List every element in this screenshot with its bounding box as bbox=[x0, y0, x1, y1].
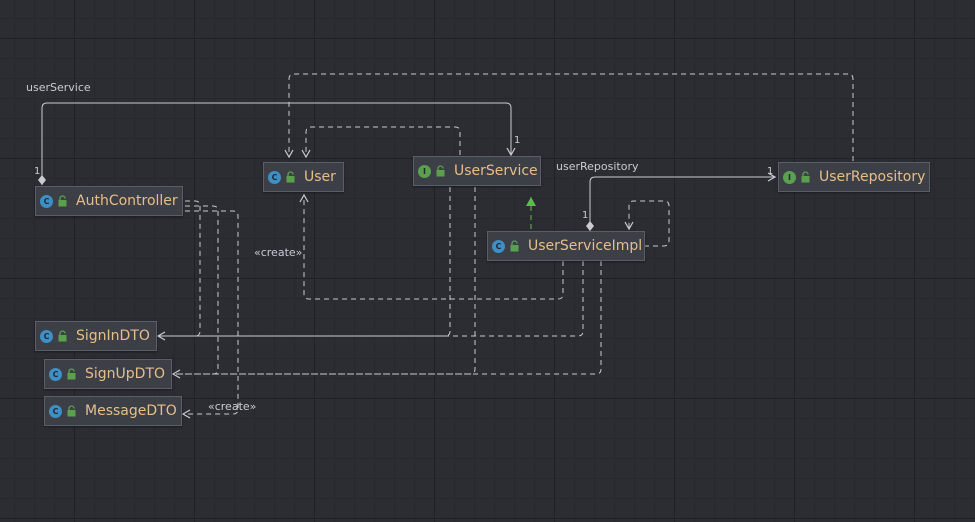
edge-user-service bbox=[38, 102, 516, 185]
lock-icon bbox=[510, 240, 519, 252]
interface-icon: I bbox=[418, 164, 431, 178]
lock-icon bbox=[436, 165, 445, 177]
class-icon: C bbox=[40, 329, 53, 343]
class-icon: C bbox=[268, 170, 281, 184]
lock-icon bbox=[67, 405, 76, 417]
multiplicity-auth: 1 bbox=[34, 166, 41, 177]
node-message-dto[interactable]: C MessageDTO bbox=[44, 396, 182, 426]
class-icon: C bbox=[49, 367, 62, 381]
edge-impl-signin bbox=[158, 261, 584, 337]
lock-icon bbox=[58, 330, 67, 342]
edge-label-create-user: «create» bbox=[254, 246, 303, 259]
edge-label-user-repository: userRepository bbox=[556, 160, 639, 173]
node-label: UserService bbox=[454, 163, 538, 179]
lock-icon bbox=[286, 171, 295, 183]
multiplicity-repository: 1 bbox=[767, 166, 774, 177]
node-label: AuthController bbox=[76, 193, 178, 209]
edge-label-user-service: userService bbox=[26, 81, 91, 94]
node-label: UserRepository bbox=[819, 169, 926, 185]
node-user-repository[interactable]: I UserRepository bbox=[778, 162, 930, 192]
edge-service-signup bbox=[173, 187, 476, 375]
node-label: MessageDTO bbox=[85, 403, 177, 419]
edge-auth-message bbox=[181, 210, 239, 419]
edge-impl-self bbox=[624, 200, 670, 247]
node-user-service[interactable]: I UserService bbox=[413, 156, 541, 186]
node-sign-up-dto[interactable]: C SignUpDTO bbox=[44, 359, 172, 389]
node-label: User bbox=[304, 169, 336, 185]
node-auth-controller[interactable]: C AuthController bbox=[35, 186, 183, 216]
edge-auth-signin bbox=[156, 200, 201, 341]
edge-service-signin bbox=[158, 187, 451, 337]
lock-icon bbox=[67, 368, 76, 380]
node-user-service-impl[interactable]: C UserServiceImpl bbox=[487, 231, 645, 261]
multiplicity-user-service: 1 bbox=[514, 135, 521, 146]
edge-impl-signup bbox=[173, 261, 602, 375]
node-label: SignUpDTO bbox=[85, 366, 166, 382]
edge-repository-user bbox=[284, 73, 854, 161]
edge-service-user bbox=[301, 126, 461, 159]
edge-impl-create-user bbox=[299, 193, 564, 300]
node-label: SignInDTO bbox=[76, 328, 150, 344]
lock-icon bbox=[58, 195, 67, 207]
edge-user-repository bbox=[586, 172, 777, 231]
lock-icon bbox=[801, 171, 810, 183]
edge-auth-signup bbox=[171, 205, 219, 379]
node-user[interactable]: C User bbox=[263, 162, 344, 192]
multiplicity-impl: 1 bbox=[582, 210, 589, 221]
class-icon: C bbox=[49, 404, 62, 418]
edge-label-create-message: «create» bbox=[208, 400, 257, 413]
node-label: UserServiceImpl bbox=[528, 238, 643, 254]
interface-icon: I bbox=[783, 170, 796, 184]
class-icon: C bbox=[492, 239, 505, 253]
node-sign-in-dto[interactable]: C SignInDTO bbox=[35, 321, 157, 351]
class-icon: C bbox=[40, 194, 53, 208]
